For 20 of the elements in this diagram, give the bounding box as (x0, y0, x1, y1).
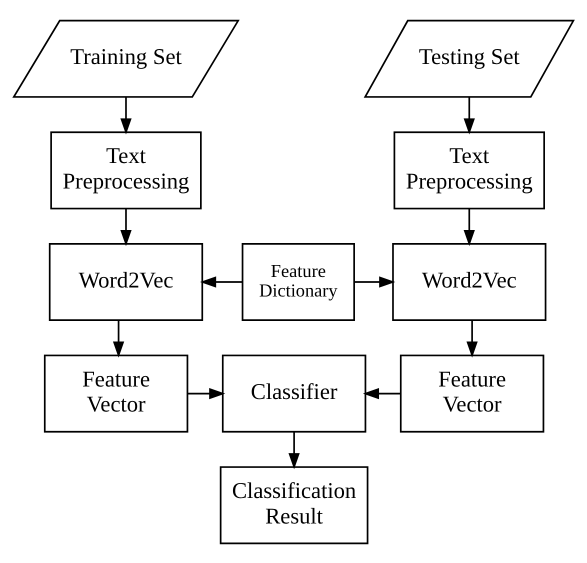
arrow (354, 276, 396, 288)
node-box: Text Preprocessing (50, 130, 202, 209)
node-box: Feature Vector (400, 354, 544, 432)
arrow (464, 96, 475, 134)
arrow (187, 387, 226, 399)
arrow (288, 432, 300, 469)
arrow (120, 208, 132, 246)
node-box: Feature Dictionary (242, 242, 355, 320)
node-box: Word2Vec (392, 242, 546, 320)
arrow (362, 387, 401, 399)
node-box: Text Preprocessing (394, 130, 545, 209)
node-box: Feature Vector (44, 354, 188, 432)
arrow (466, 320, 478, 358)
arrow (464, 208, 475, 246)
node-box: Word2Vec (48, 242, 204, 320)
arrow (112, 320, 124, 358)
node-box: Classifier (222, 354, 366, 432)
arrow (120, 96, 132, 134)
arrow (200, 276, 242, 288)
node-box: Classification Result (220, 466, 368, 544)
